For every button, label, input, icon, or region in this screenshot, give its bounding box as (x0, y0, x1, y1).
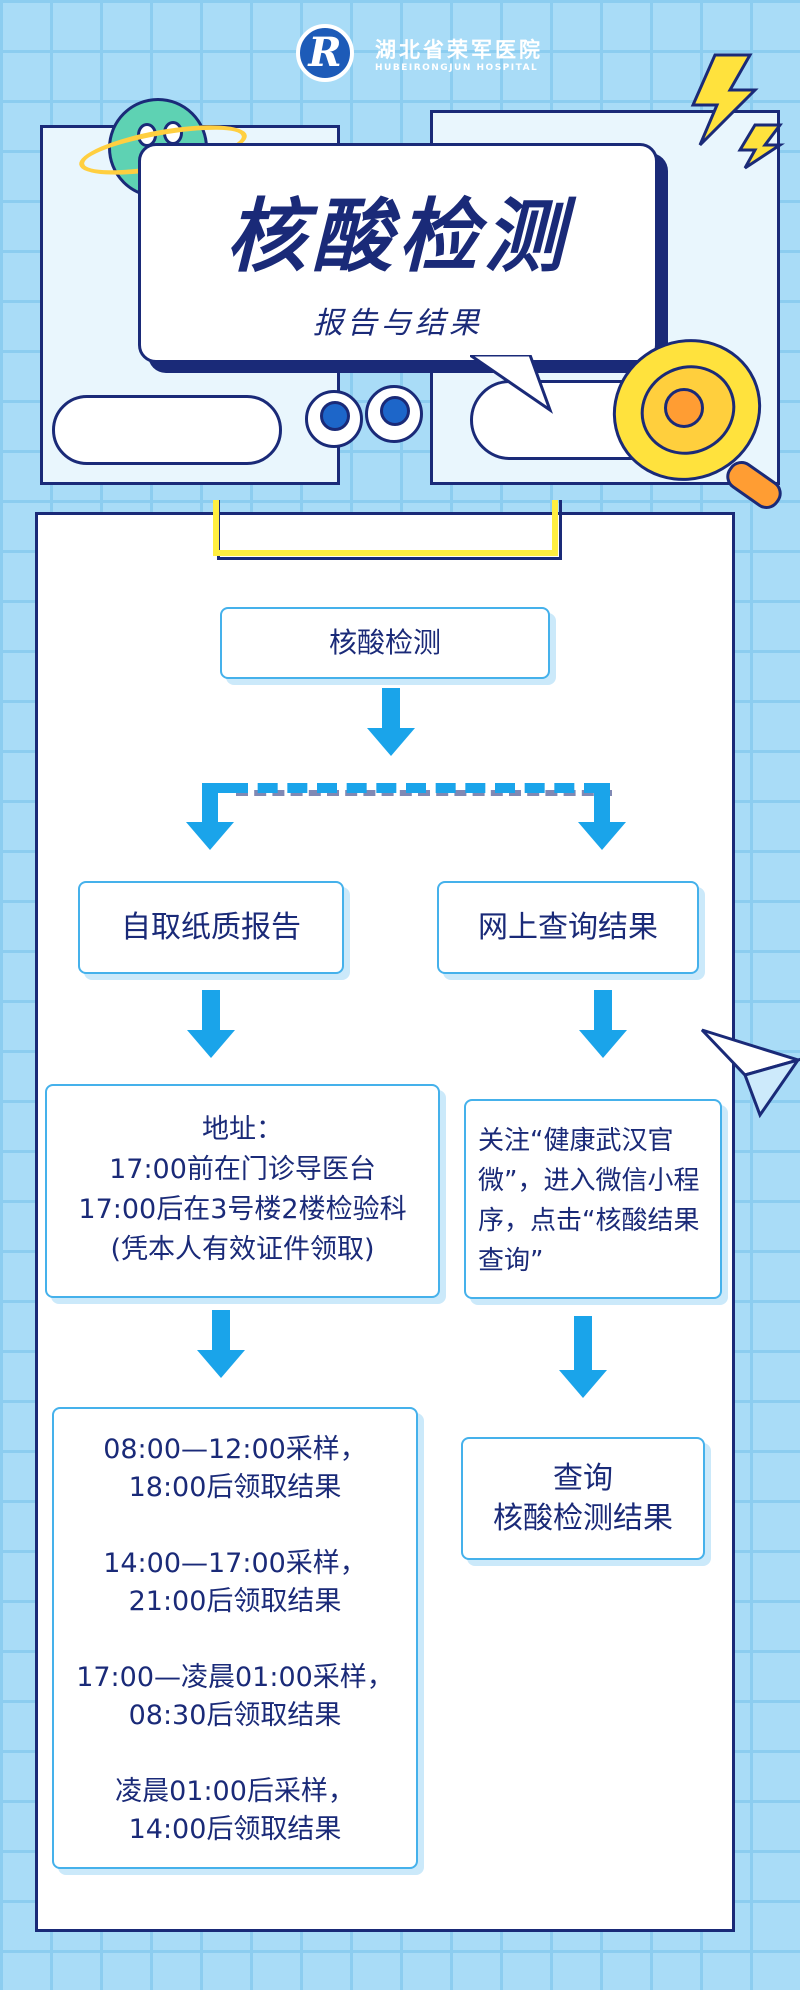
schedule-sample-time: 凌晨01:00后采样， (115, 1776, 355, 1807)
page-subtitle: 报告与结果 (313, 306, 483, 341)
board-clip (213, 500, 558, 556)
eyes-character (305, 390, 363, 448)
schedule-sample-time: 08:00—12:00采样， (103, 1434, 367, 1465)
schedule-result-time: 18:00后领取结果 (128, 1472, 342, 1503)
schedule-item: 凌晨01:00后采样， 14:00后领取结果 (54, 1773, 416, 1849)
branch-line-shadow (236, 790, 612, 796)
paper-plane-icon (700, 1028, 800, 1119)
arrow-down-icon (579, 1030, 627, 1058)
address-note: (凭本人有效证件领取) (110, 1234, 375, 1265)
schedule-result-time: 21:00后领取结果 (128, 1586, 342, 1617)
hospital-logo: R (296, 24, 354, 82)
schedule-result-time: 08:30后领取结果 (128, 1700, 342, 1731)
title-card (138, 143, 658, 363)
flow-start-box: 核酸检测 (220, 607, 550, 679)
arrow-down-icon (187, 1030, 235, 1058)
query-result-line: 核酸检测结果 (493, 1501, 673, 1536)
megaphone-core (664, 388, 704, 428)
right-branch-box: 网上查询结果 (437, 881, 699, 974)
address-title: 地址： (202, 1114, 283, 1145)
arrow-stem (202, 783, 232, 793)
arrow-stem (212, 1310, 230, 1352)
pupil (320, 401, 350, 431)
address-line: 17:00后在3号楼2楼检验科 (78, 1194, 407, 1225)
title-card-tail (470, 355, 554, 414)
arrow-stem (202, 783, 218, 823)
hospital-name-cn: 湖北省荣军医院 (375, 38, 543, 62)
address-box: 地址： 17:00前在门诊导医台 17:00后在3号楼2楼检验科 (凭本人有效证… (45, 1084, 440, 1298)
arrow-down-icon (559, 1370, 607, 1398)
left-branch-box: 自取纸质报告 (78, 881, 344, 974)
arrow-down-icon (186, 822, 234, 850)
arrow-stem (594, 783, 610, 823)
query-result-line: 查询 (553, 1461, 613, 1496)
arrow-stem (382, 688, 400, 730)
schedule-item: 14:00—17:00采样， 21:00后领取结果 (54, 1545, 416, 1621)
query-result-box: 查询 核酸检测结果 (461, 1437, 705, 1560)
arrow-stem (202, 990, 220, 1032)
schedule-result-time: 14:00后领取结果 (128, 1814, 342, 1845)
schedule-sample-time: 14:00—17:00采样， (103, 1548, 367, 1579)
schedule-box: 08:00—12:00采样， 18:00后领取结果 14:00—17:00采样，… (52, 1407, 418, 1869)
arrow-down-icon (578, 822, 626, 850)
schedule-item: 08:00—12:00采样， 18:00后领取结果 (54, 1431, 416, 1507)
branch-line (228, 783, 604, 793)
eyes-character (365, 385, 423, 443)
page-title: 核酸检测 (226, 190, 570, 283)
arrow-down-icon (197, 1350, 245, 1378)
hospital-name-en: HUBEIRONGJUN HOSPITAL (375, 63, 539, 73)
arrow-stem (574, 1316, 592, 1372)
address-line: 17:00前在门诊导医台 (109, 1154, 376, 1185)
pupil (380, 396, 410, 426)
arrow-stem (594, 990, 612, 1032)
schedule-item: 17:00—凌晨01:00采样， 08:30后领取结果 (54, 1659, 416, 1735)
schedule-sample-time: 17:00—凌晨01:00采样， (76, 1662, 394, 1693)
arrow-down-icon (367, 728, 415, 756)
lightning-icon (690, 53, 785, 170)
decor-cloud (52, 395, 282, 465)
online-instructions-box: 关注“健康武汉官微”，进入微信小程序，点击“核酸结果查询” (464, 1099, 722, 1299)
